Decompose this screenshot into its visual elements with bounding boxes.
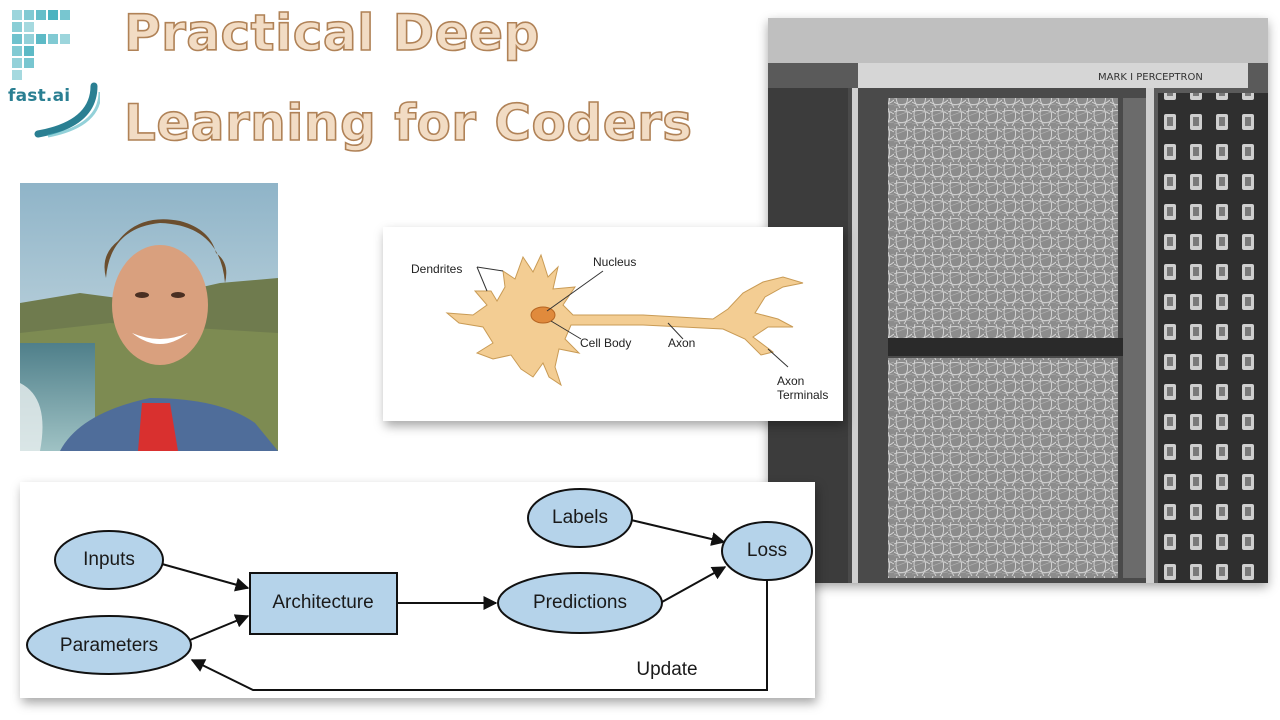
portrait-photo	[20, 183, 278, 451]
neuron-illustration	[445, 253, 804, 387]
parameters-label: Parameters	[59, 635, 159, 656]
training-loop-diagram: Inputs Parameters Architecture Predictio…	[20, 482, 815, 698]
logo-text: fast.ai	[8, 86, 71, 106]
update-label: Update	[636, 659, 698, 680]
label-axon-terminals-line1: Axon	[777, 374, 805, 388]
diagram-graphics	[26, 488, 813, 691]
node-inputs	[54, 530, 164, 590]
label-axon: Axon	[668, 336, 696, 350]
node-predictions	[497, 572, 663, 634]
predictions-label: Predictions	[533, 592, 627, 613]
label-dendrites: Dendrites	[411, 262, 463, 276]
title-line-2: Learning for Coders	[123, 93, 693, 153]
title-line-1: Practical Deep	[123, 3, 540, 63]
label-nucleus: Nucleus	[593, 255, 637, 269]
label-axon-terminals-line2: Terminals	[777, 388, 829, 402]
neuron-diagram-card: Dendrites Nucleus Cell Body Axon Axon Te…	[383, 227, 843, 421]
fastai-logo	[12, 10, 100, 138]
labels-label: Labels	[552, 507, 608, 528]
perceptron-nameplate: MARK I PERCEPTRON	[1098, 72, 1203, 83]
node-loss	[721, 521, 813, 581]
node-architecture	[249, 572, 398, 635]
node-parameters	[26, 615, 192, 675]
loss-label: Loss	[746, 540, 788, 561]
label-cell-body: Cell Body	[580, 336, 632, 350]
mark-i-perceptron-photo: MARK I PERCEPTRON	[768, 18, 1268, 583]
node-labels	[527, 488, 633, 548]
architecture-label: Architecture	[272, 592, 374, 613]
inputs-label: Inputs	[83, 549, 135, 570]
